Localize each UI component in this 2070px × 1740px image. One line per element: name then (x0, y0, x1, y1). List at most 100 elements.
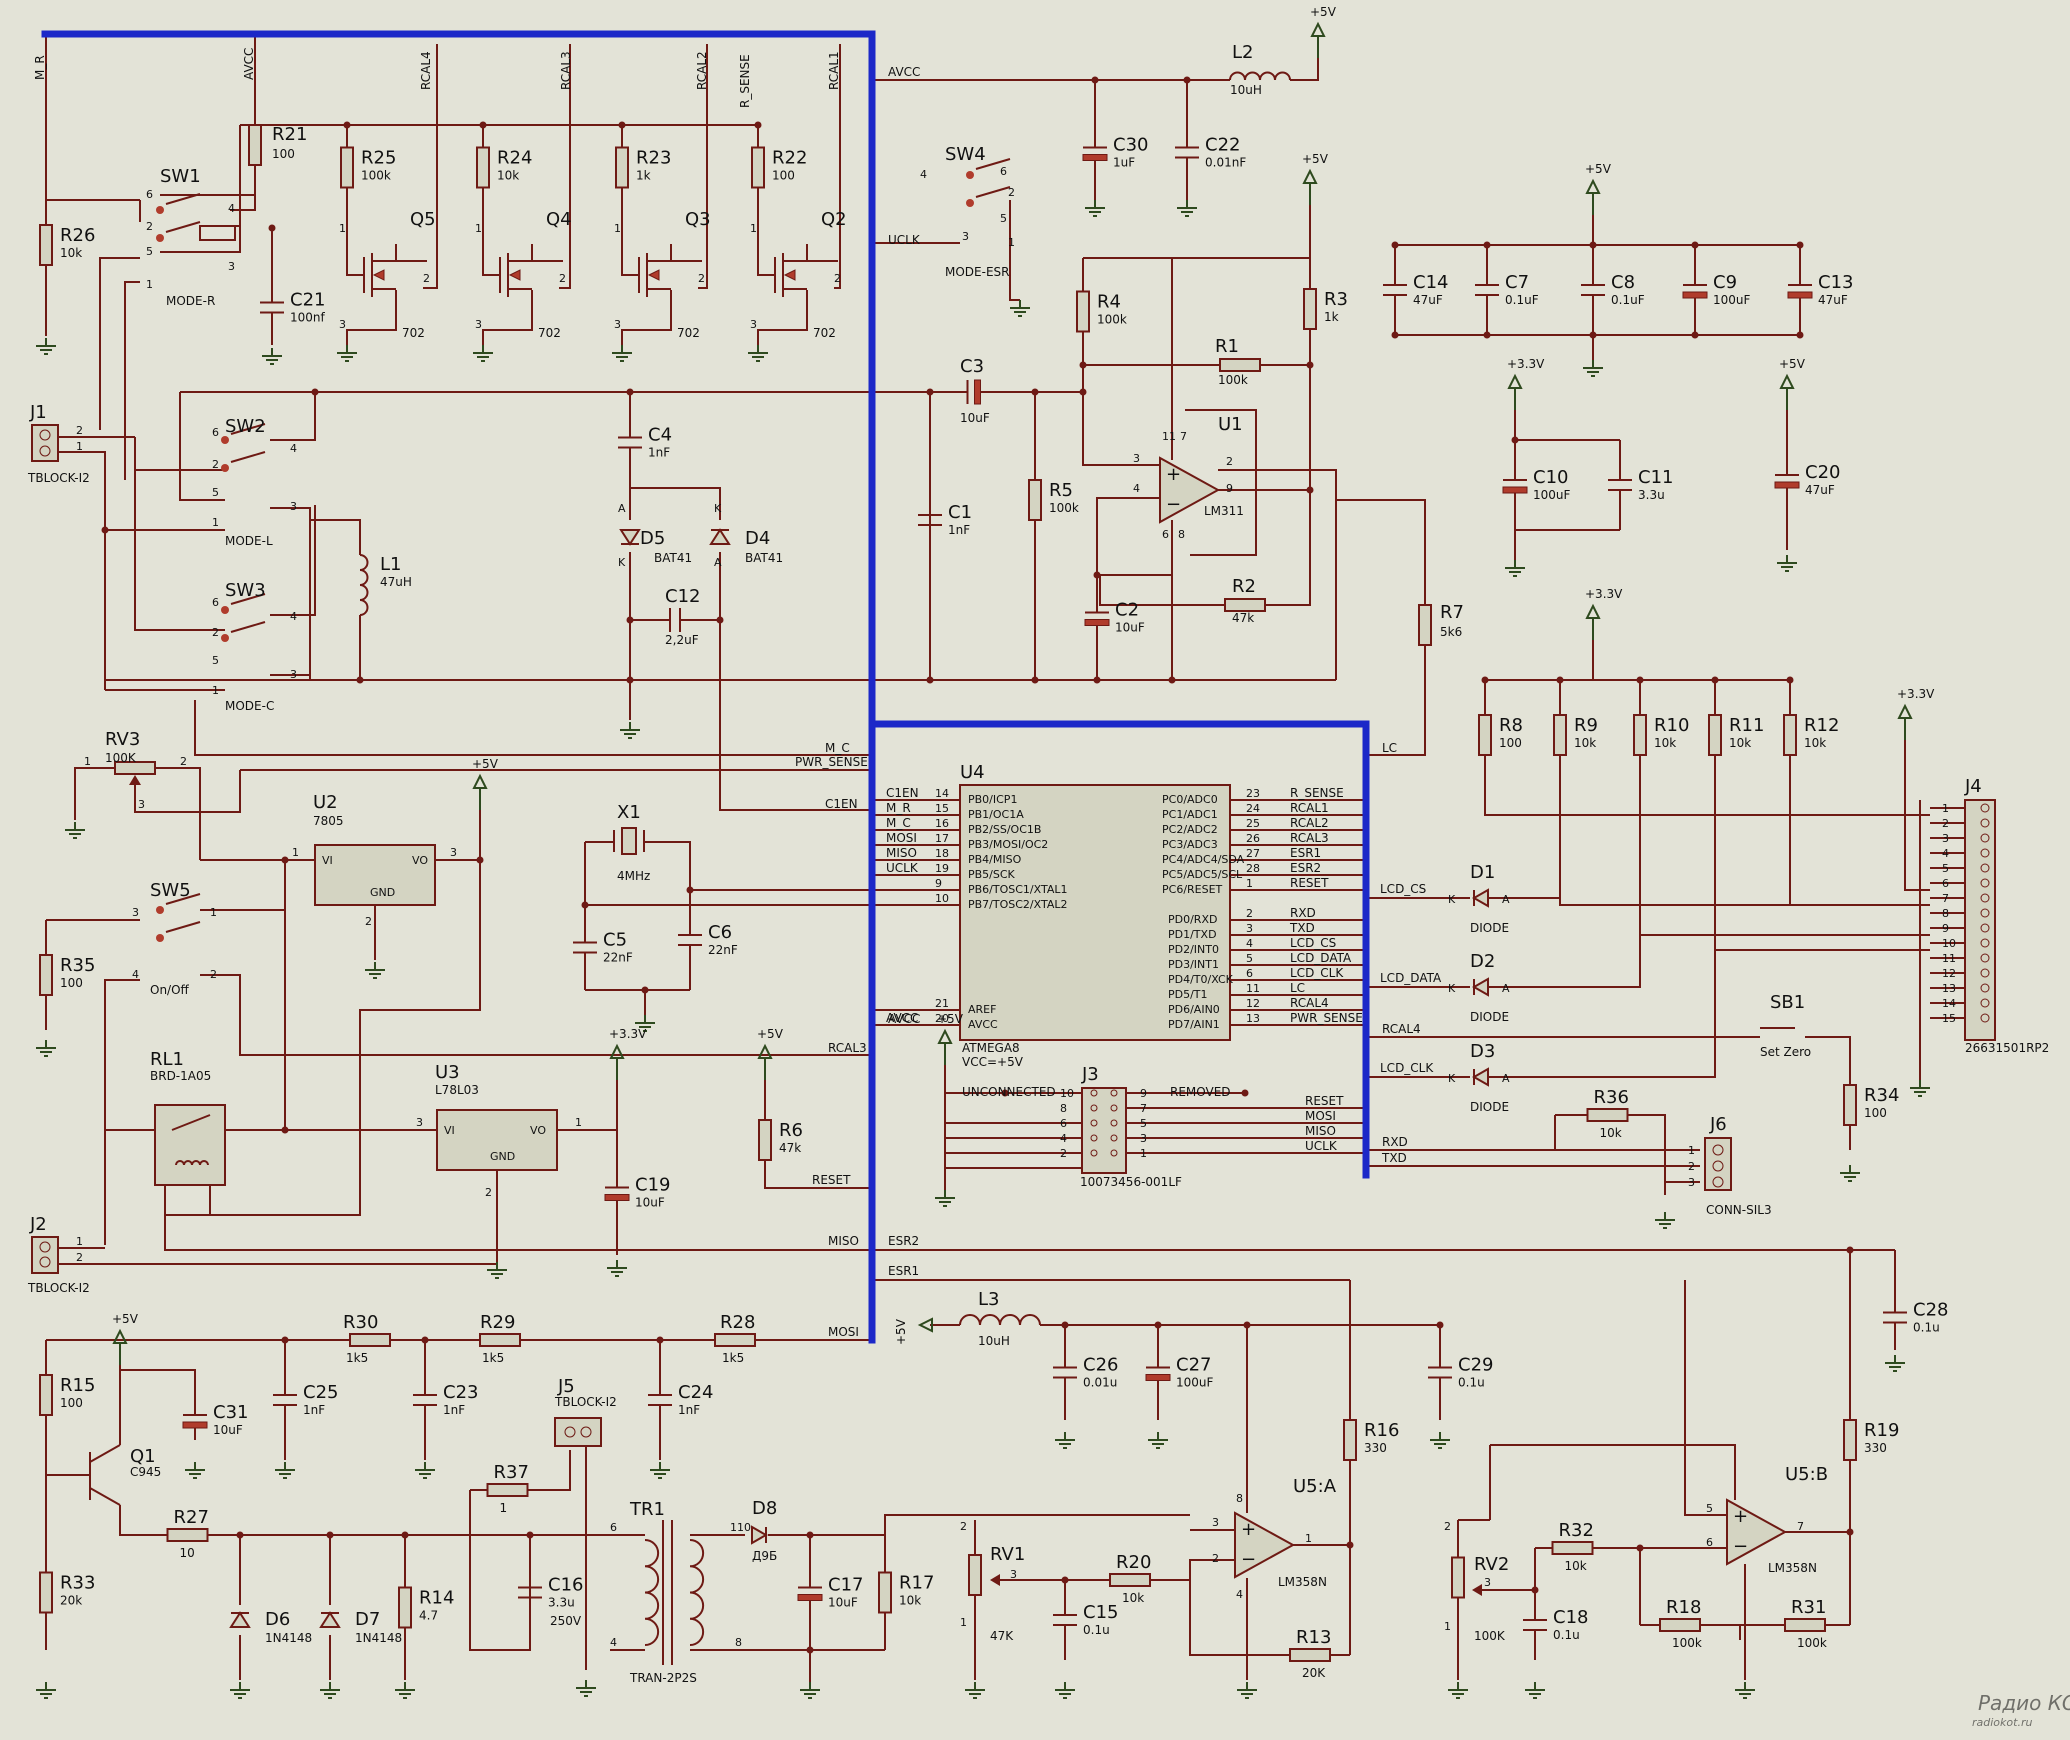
junction-dot (101, 526, 109, 534)
pin-number: A (618, 502, 626, 515)
header-pin (1712, 1160, 1724, 1172)
capacitor-plate (1682, 291, 1708, 299)
net-label: RCAL1 (1290, 801, 1329, 815)
power-arrow (1897, 703, 1913, 740)
opamp (1234, 1511, 1296, 1579)
junction-dot (1691, 241, 1699, 249)
wire (630, 487, 721, 520)
capacitor-ref: C29 (1458, 1355, 1493, 1376)
capacitor-value: 0.1u (1913, 1321, 1940, 1335)
pin-number: 2 (76, 424, 83, 437)
pin-number: 4 (1236, 1588, 1243, 1601)
mcu-pin-label: PB3/MOSI/OC2 (968, 838, 1048, 851)
diode-ref: D8 (752, 1498, 777, 1519)
pin-number: 9 (1140, 1087, 1147, 1100)
ground-symbol (1055, 1432, 1075, 1449)
resistor (878, 1571, 892, 1614)
switch-label: MODE-ESR (945, 265, 1010, 279)
pin-number: 2 (698, 272, 705, 285)
switch-ref: SB1 (1770, 992, 1805, 1013)
resistor-ref: R3 (1324, 289, 1348, 310)
transistor-ref: Q3 (685, 209, 711, 230)
header-pin (1980, 1013, 1990, 1023)
header-pin (1980, 893, 1990, 903)
connector-ref: J2 (29, 1214, 47, 1235)
header-pin (1090, 1149, 1098, 1157)
resistor-ref: R28 (720, 1312, 755, 1333)
power-label: +5V (1585, 162, 1612, 176)
resistor (1783, 714, 1797, 756)
wire (209, 1185, 360, 1216)
switch-ref: SW5 (150, 880, 191, 901)
capacitor-value: 1nF (303, 1403, 325, 1417)
ground-symbol (576, 1680, 596, 1697)
capacitor-value: 100uF (1176, 1376, 1214, 1390)
pin-number: 3 (614, 318, 621, 331)
ic-value: 7805 (313, 814, 344, 828)
ground-symbol (612, 345, 632, 362)
capacitor-ref: C17 (828, 1575, 863, 1596)
switch (221, 593, 266, 642)
wire (469, 1490, 531, 1651)
power-arrow (112, 1328, 128, 1365)
wire (1185, 409, 1257, 556)
pin-number: 8 (1942, 907, 1949, 920)
net-M_R: M_R (33, 55, 47, 80)
capacitor-value: 10uF (1115, 621, 1145, 635)
capacitor-value: 100uF (1533, 488, 1571, 502)
pin-number: 3 (132, 906, 139, 919)
resistor-value: 20k (60, 1594, 82, 1608)
opamp-minus: − (1733, 1536, 1748, 1557)
junction-dot (479, 121, 487, 129)
crystal-value: 4MHz (617, 869, 650, 883)
pin-number: 20 (935, 1012, 949, 1025)
inductor-ref: L2 (1232, 42, 1253, 63)
net-RCAL3: RCAL3 (559, 51, 573, 90)
resistor-ref: R26 (60, 225, 95, 246)
pin-number: 1 (212, 684, 219, 697)
mcu-pin-label: PC6/RESET (1162, 883, 1223, 896)
wire (757, 290, 808, 345)
pin-number: 3 (228, 260, 235, 273)
opamp-plus: + (1241, 1519, 1256, 1540)
power-arrow (1585, 178, 1601, 215)
isp-net: MOSI (1305, 1109, 1336, 1123)
pin-number: 2 (212, 458, 219, 471)
connector-ref: J1 (29, 402, 47, 423)
junction-dot (1391, 331, 1399, 339)
ground-symbol (1148, 1432, 1168, 1449)
wiper (1472, 1584, 1482, 1596)
bus-lines (41, 30, 1370, 1344)
pin-number: 2 (1942, 817, 1949, 830)
pin-number: 6 (610, 1521, 617, 1534)
mcu-pin-label: PB7/TOSC2/XTAL2 (968, 898, 1068, 911)
resistor-value: 10k (1122, 1591, 1144, 1605)
resistor (349, 1333, 391, 1347)
header-pin (1980, 968, 1990, 978)
connector-ref: J4 (1964, 776, 1982, 797)
power-label: +3.3V (1585, 587, 1623, 601)
inductor (1229, 71, 1291, 81)
resistor-value: 100 (1864, 1106, 1887, 1120)
net-label: RXD (1290, 906, 1316, 920)
mcu-pin-label: PC3/ADC3 (1162, 838, 1218, 851)
resistor-ref: R14 (419, 1588, 454, 1609)
resistor-ref: R4 (1097, 292, 1121, 313)
junction-dot (343, 121, 351, 129)
ground-symbol (1885, 1355, 1905, 1372)
wire (74, 767, 80, 820)
transistor-ref: Q1 (130, 1446, 156, 1467)
wire (270, 505, 316, 616)
opamp-plus: + (1733, 1506, 1748, 1527)
inductor (644, 1539, 660, 1646)
pin-number: 2 (834, 272, 841, 285)
resistor-value: 10k (1654, 736, 1676, 750)
resistor (1553, 714, 1567, 756)
resistor-ref: R36 (1594, 1087, 1629, 1108)
resistor-value: 10k (1804, 736, 1826, 750)
junction-dot (754, 121, 762, 129)
resistor (1109, 1573, 1151, 1587)
switch-label: MODE-R (166, 294, 215, 308)
pin-number: 13 (1246, 1012, 1260, 1025)
header-pin (1980, 908, 1990, 918)
